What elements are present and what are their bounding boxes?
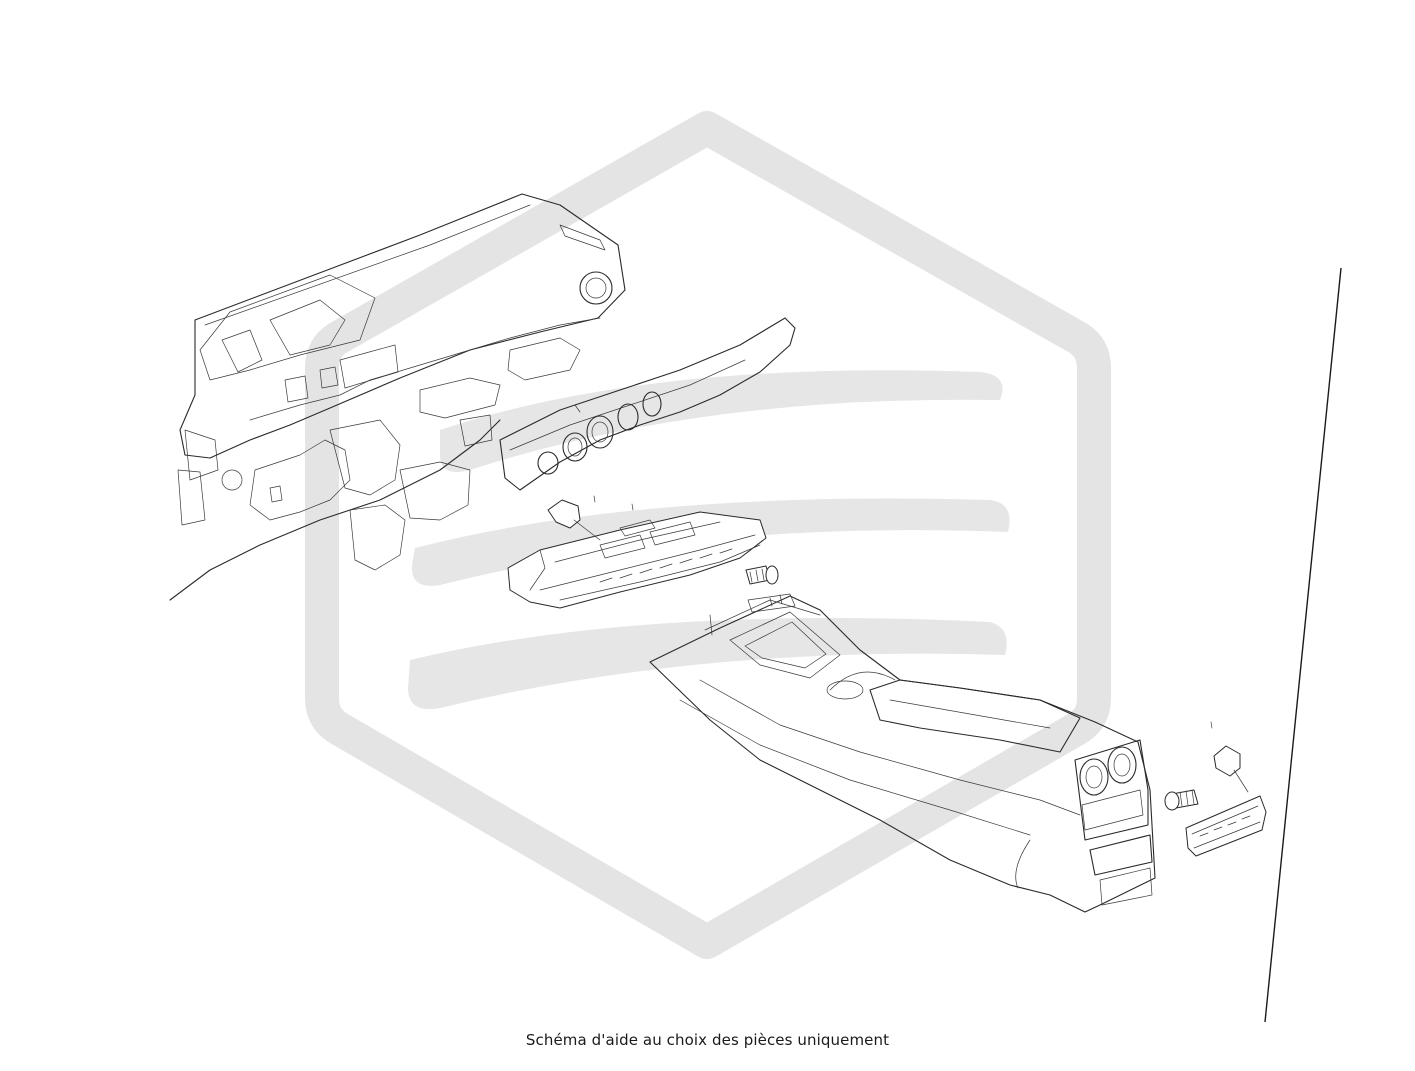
center-console — [649, 593, 1156, 913]
climate-control-unit — [507, 511, 767, 609]
console-rear-panel — [1074, 739, 1153, 906]
connector-tag — [547, 495, 634, 541]
instrument-panel-trim — [499, 317, 796, 491]
page-divider-line — [1264, 267, 1342, 1023]
diagram-caption: Schéma d'aide au choix des pièces unique… — [525, 1031, 890, 1049]
watermark-stripe-top — [440, 370, 1003, 473]
screw — [745, 565, 779, 585]
watermark-hexagon — [305, 111, 1111, 959]
rear-climate-control-unit — [1185, 795, 1267, 857]
watermark-stripe-bottom — [408, 617, 1007, 710]
climate-buttons — [599, 548, 733, 583]
rear-screw — [1164, 789, 1199, 811]
dashboard — [169, 193, 626, 601]
rear-connector-tag — [1210, 721, 1249, 793]
